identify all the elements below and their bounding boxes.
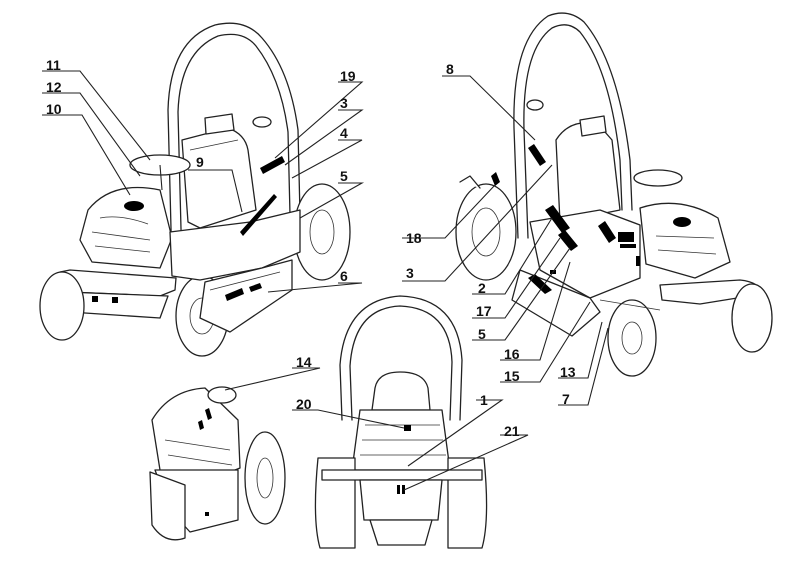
callout-7: 7 (562, 391, 570, 407)
callout-17: 17 (476, 303, 492, 319)
callout-4: 4 (340, 125, 348, 141)
callout-18: 18 (406, 230, 422, 246)
callout-1: 1 (480, 392, 488, 408)
leader-lines (42, 70, 609, 491)
rear-view (314, 295, 488, 549)
decal-hood (124, 201, 144, 211)
tractor-front-view (39, 22, 351, 357)
callout-5b: 5 (478, 326, 486, 342)
callout-15: 15 (504, 368, 520, 384)
callout-8: 8 (446, 61, 454, 77)
callout-labels: 11 12 10 19 3 4 9 5 6 8 18 3 2 17 5 16 1… (46, 57, 576, 439)
side-closeup-view (149, 386, 286, 541)
callout-9: 9 (196, 154, 204, 170)
callout-21: 21 (504, 423, 520, 439)
callout-19: 19 (340, 68, 356, 84)
callout-11: 11 (46, 57, 61, 73)
callout-6: 6 (340, 268, 348, 284)
callout-13: 13 (560, 364, 576, 380)
callout-3b: 3 (406, 265, 414, 281)
tractor-rear-view (455, 12, 773, 377)
callout-20: 20 (296, 396, 312, 412)
callout-2: 2 (478, 280, 486, 296)
callout-10: 10 (46, 101, 62, 117)
callout-14: 14 (296, 354, 312, 370)
callout-5: 5 (340, 168, 348, 184)
callout-3: 3 (340, 95, 348, 111)
callout-16: 16 (504, 346, 520, 362)
callout-12: 12 (46, 79, 62, 95)
